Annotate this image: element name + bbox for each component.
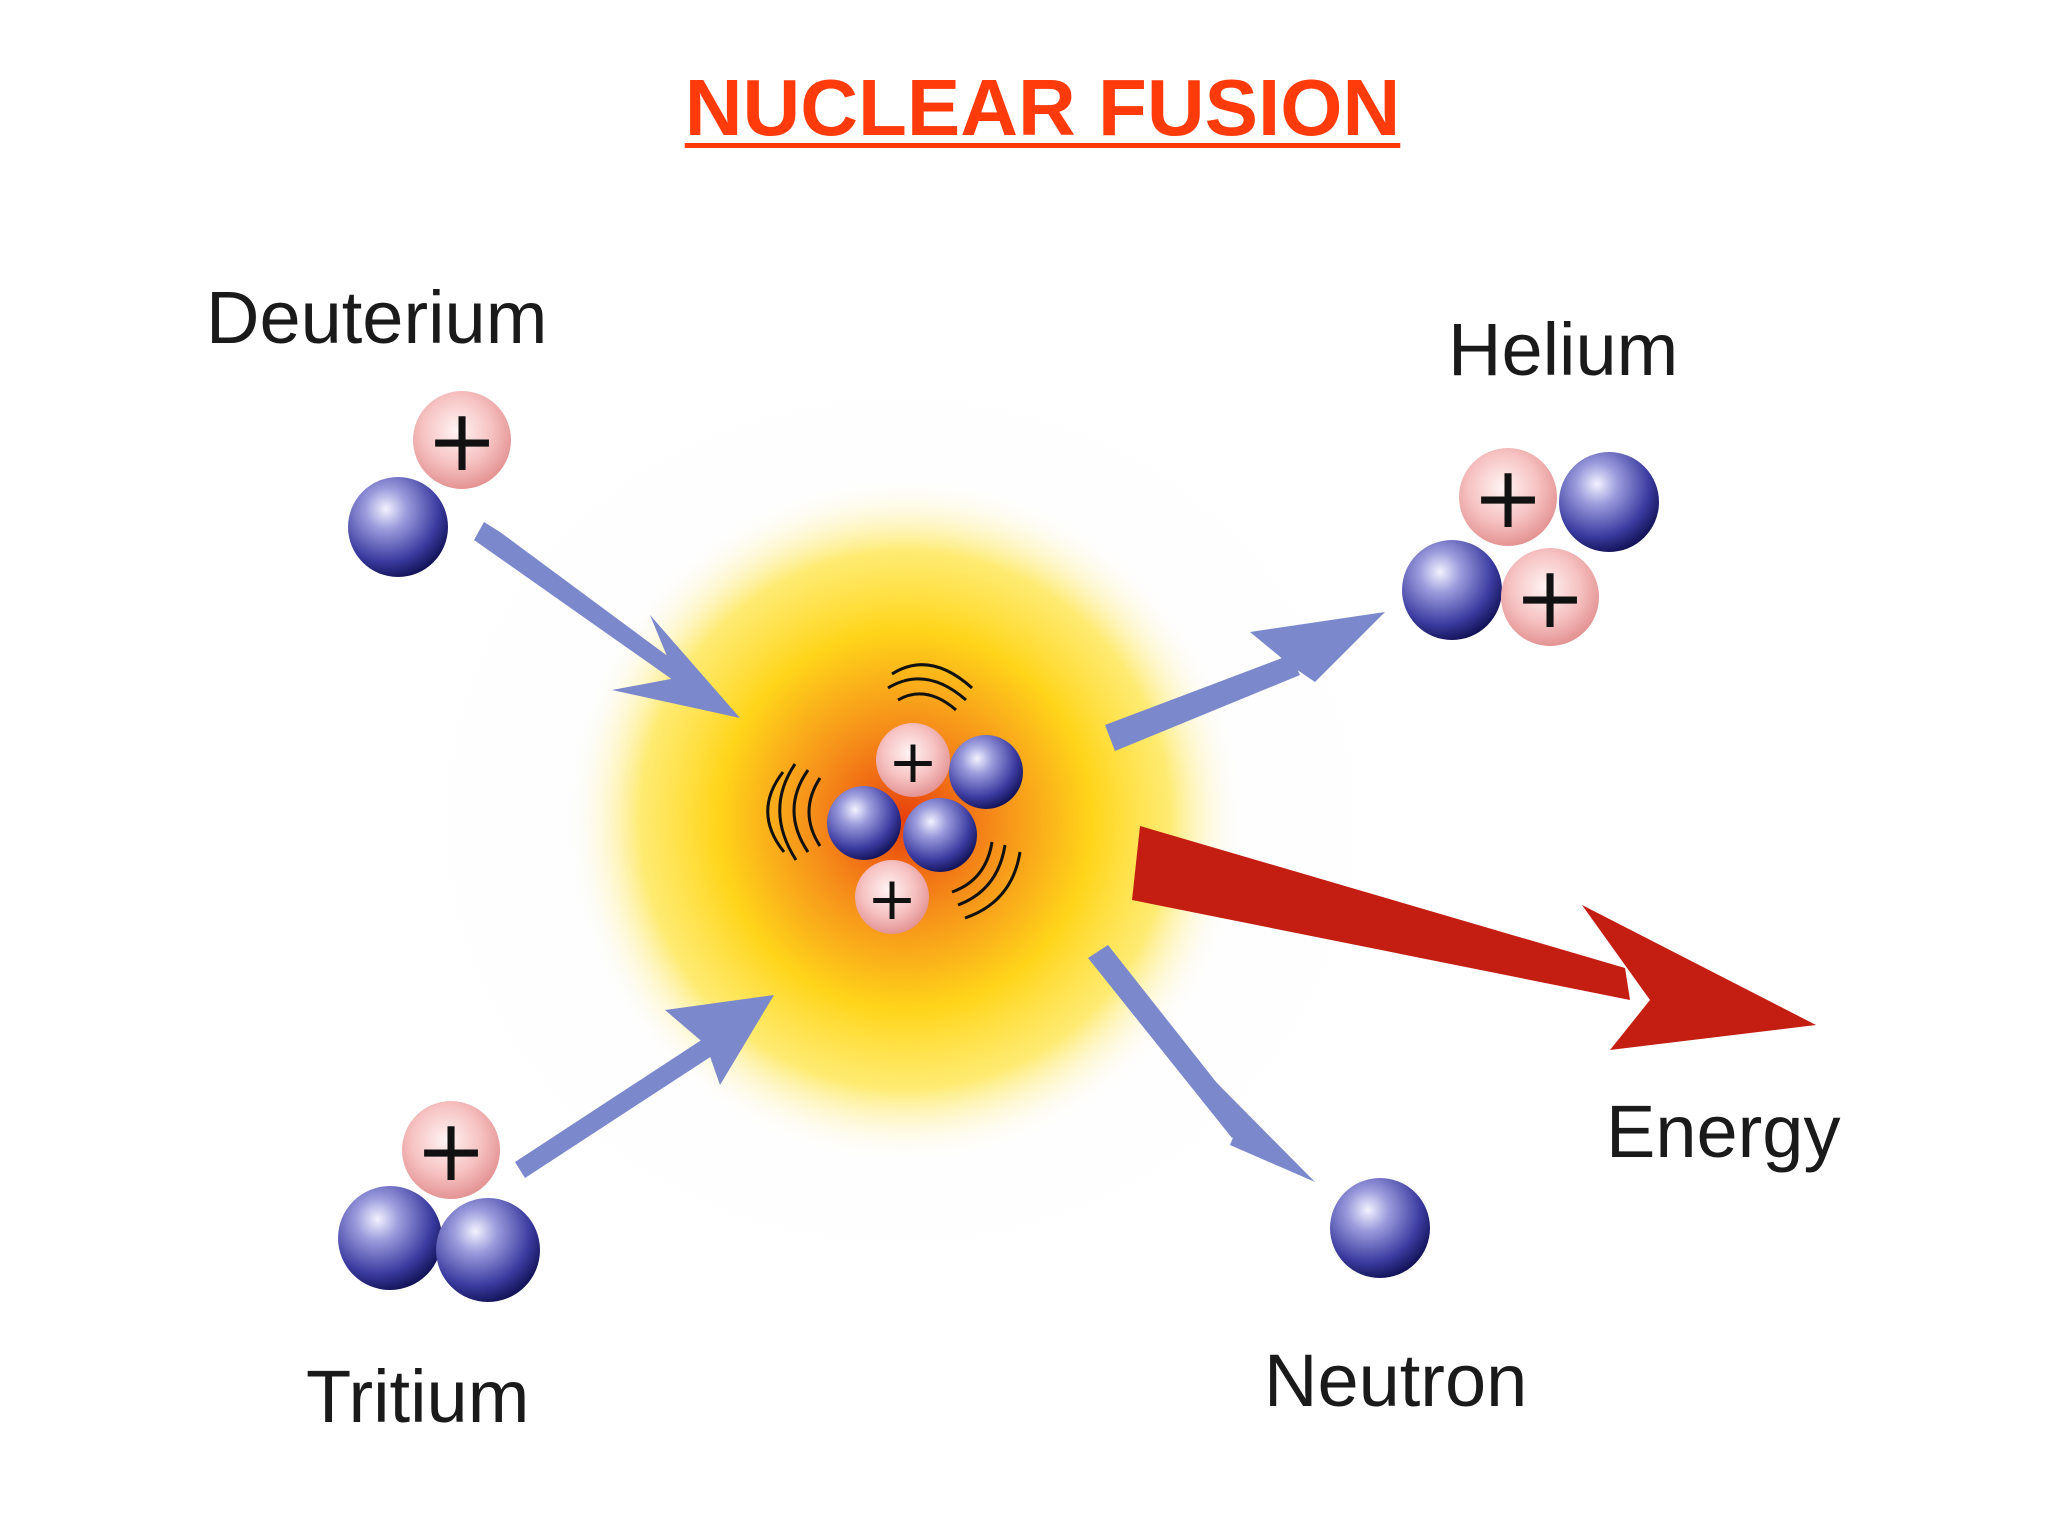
fusion-glow bbox=[565, 475, 1245, 1165]
arrow-energy bbox=[1132, 826, 1816, 1050]
proton-sphere bbox=[413, 391, 511, 489]
arrow-neutron-out bbox=[1088, 945, 1315, 1182]
helium-label: Helium bbox=[1448, 308, 1678, 391]
proton-plus-sign: + bbox=[426, 391, 498, 491]
arrow-helium-out bbox=[1105, 612, 1385, 751]
neutron-sphere bbox=[1402, 540, 1502, 640]
neutron-label: Neutron bbox=[1264, 1339, 1527, 1422]
tritium-label: Tritium bbox=[306, 1355, 529, 1438]
neutron-sphere bbox=[338, 1186, 442, 1290]
neutron-sphere bbox=[949, 735, 1023, 809]
proton-plus-sign: + bbox=[867, 864, 917, 934]
proton-plus-sign: + bbox=[1514, 548, 1586, 648]
proton-sphere bbox=[876, 723, 950, 797]
proton-plus-sign: + bbox=[415, 1101, 487, 1201]
neutron-product-sphere bbox=[1330, 1178, 1430, 1278]
proton-sphere bbox=[402, 1101, 500, 1199]
tritium-nucleus: + bbox=[338, 1101, 540, 1302]
vibration-marks-right bbox=[951, 841, 1022, 920]
energy-label: Energy bbox=[1606, 1090, 1840, 1173]
neutron-sphere bbox=[348, 477, 448, 577]
fused-nucleus: + + bbox=[827, 723, 1023, 934]
vibration-marks-top bbox=[887, 663, 974, 712]
arrow-tritium-in bbox=[515, 995, 774, 1178]
proton-sphere bbox=[1459, 448, 1557, 546]
neutron-sphere bbox=[903, 798, 977, 872]
deuterium-nucleus: + bbox=[348, 391, 511, 577]
neutron-sphere bbox=[436, 1198, 540, 1302]
arrow-deuterium-in bbox=[474, 522, 740, 718]
neutron-sphere bbox=[827, 786, 901, 860]
proton-plus-sign: + bbox=[1472, 448, 1544, 548]
vibration-marks-left bbox=[766, 763, 822, 861]
deuterium-label: Deuterium bbox=[206, 276, 547, 359]
neutron-sphere bbox=[1559, 452, 1659, 552]
helium-nucleus: + + bbox=[1402, 448, 1659, 648]
proton-sphere bbox=[855, 860, 929, 934]
proton-sphere bbox=[1501, 548, 1599, 646]
page-title: NUCLEAR FUSION bbox=[684, 63, 1401, 152]
proton-plus-sign: + bbox=[888, 727, 938, 797]
